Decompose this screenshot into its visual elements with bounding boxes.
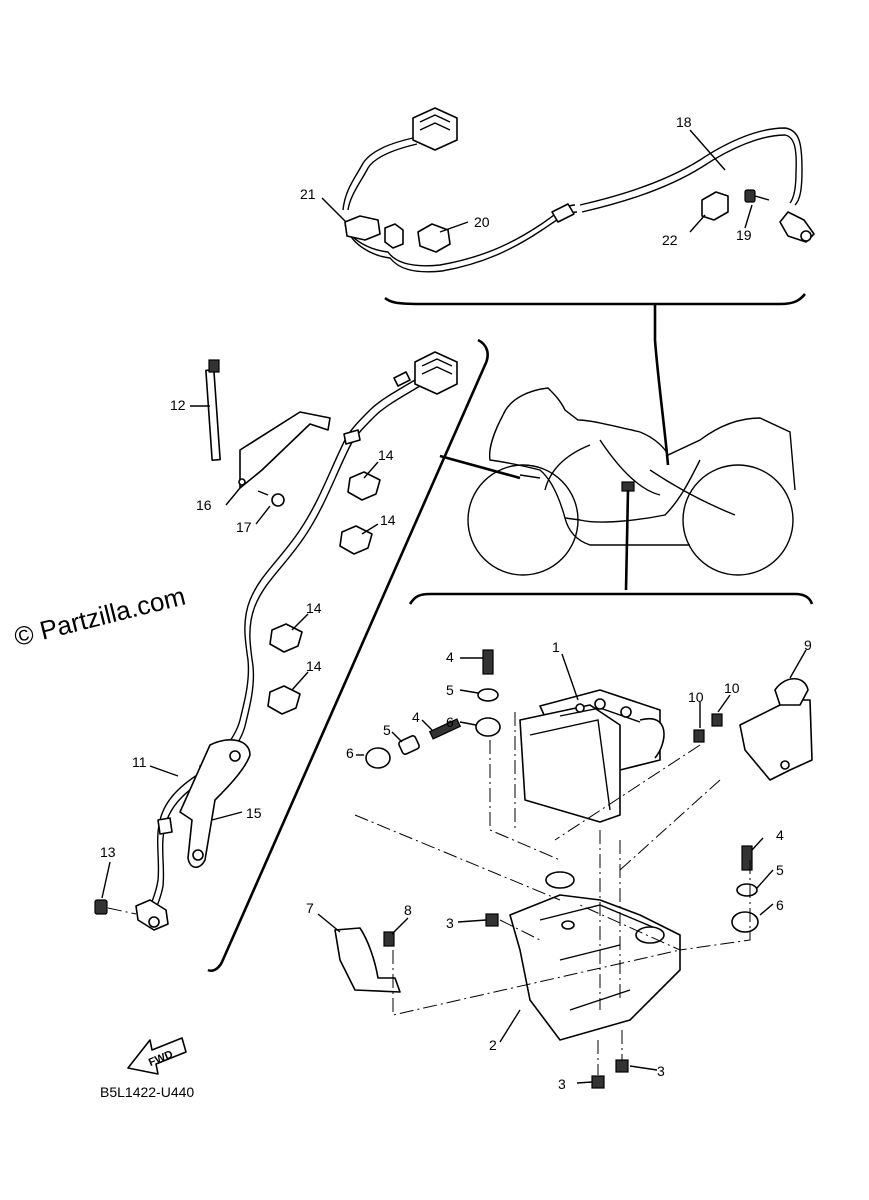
bolt-4-right — [741, 845, 753, 871]
callout-10b: 10 — [724, 680, 740, 696]
lead-clamp-14a — [347, 471, 381, 501]
bracket-9 — [739, 699, 813, 781]
bolt-3b — [591, 1075, 605, 1089]
collar-5-right — [736, 883, 758, 897]
callout-4a: 4 — [446, 649, 454, 665]
callout-5a: 5 — [446, 682, 454, 698]
lead-clamp-20 — [417, 223, 451, 253]
front-sensor-lead-group: FWD — [94, 338, 489, 1075]
callout-20: 20 — [474, 214, 490, 230]
bracket-16 — [239, 411, 331, 489]
callout-11: 11 — [132, 754, 147, 770]
callout-3b: 3 — [558, 1076, 566, 1092]
callout-14b: 14 — [380, 512, 396, 528]
bolt-3a — [485, 913, 499, 927]
damper-6-top — [475, 717, 501, 737]
callout-6b: 6 — [346, 745, 354, 761]
damper-6-left — [365, 747, 391, 769]
callout-14c: 14 — [306, 600, 322, 616]
callout-4b: 4 — [412, 709, 420, 725]
motorcycle-silhouette — [439, 387, 796, 591]
callout-15: 15 — [246, 805, 262, 821]
lead-clamp-14c — [269, 623, 303, 653]
callout-6c: 6 — [776, 897, 784, 913]
bolt-4-left — [428, 718, 462, 740]
callout-16: 16 — [196, 497, 212, 513]
bolt-3c — [615, 1059, 629, 1073]
front-wheel-sensor — [135, 899, 169, 931]
callout-5b: 5 — [383, 722, 391, 738]
callout-8: 8 — [404, 902, 412, 918]
diagram-code: B5L1422-U440 — [100, 1084, 194, 1100]
callout-10a: 10 — [688, 689, 704, 705]
screw-17 — [257, 490, 285, 507]
bolt-10b — [711, 713, 723, 727]
callout-14d: 14 — [306, 658, 322, 674]
callout-18: 18 — [676, 114, 692, 130]
callout-7: 7 — [306, 900, 314, 916]
callout-3a: 3 — [446, 915, 454, 931]
callout-numbers: 1 2 3 3 3 4 4 4 5 5 5 6 6 6 7 8 9 10 10 … — [100, 114, 812, 1092]
bolt-13 — [94, 899, 137, 915]
callout-14a: 14 — [378, 447, 394, 463]
rear-sensor-lead-group — [342, 107, 815, 466]
callout-12: 12 — [170, 397, 186, 413]
lead-clamp-21 — [344, 215, 381, 241]
hydraulic-unit-group — [334, 592, 814, 1089]
cable-tie-12 — [205, 359, 221, 461]
front-lead-coupler — [414, 351, 458, 395]
callout-5c: 5 — [776, 862, 784, 878]
callout-1: 1 — [552, 639, 560, 655]
bracket-15 — [179, 739, 251, 869]
callout-17: 17 — [236, 519, 252, 535]
abs-bracket-2 — [509, 894, 681, 1041]
callout-19: 19 — [736, 227, 752, 243]
callout-9: 9 — [804, 637, 812, 653]
fwd-arrow-icon: FWD — [127, 1037, 187, 1075]
callout-22: 22 — [662, 232, 678, 248]
bolt-4-top — [482, 649, 494, 675]
rear-lead-coupler — [412, 107, 458, 151]
rear-sensor-bolt-19 — [744, 189, 770, 203]
callout-3c: 3 — [657, 1063, 665, 1079]
callout-6a: 6 — [446, 714, 454, 730]
callout-13: 13 — [100, 844, 116, 860]
hydraulic-unit-assembly-1 — [519, 689, 665, 823]
callout-2: 2 — [489, 1037, 497, 1053]
bolt-10a — [693, 729, 705, 743]
lead-clamp-22 — [701, 191, 729, 221]
lead-clamp-14d — [267, 685, 301, 715]
bolt-8 — [383, 931, 395, 947]
damper-6-right — [731, 911, 759, 933]
watermark-text: © Partzilla.com — [11, 581, 188, 652]
collar-5-top — [477, 688, 499, 702]
leader-lines — [101, 129, 807, 1084]
cover-7 — [334, 927, 401, 993]
collar-5-left — [398, 735, 420, 755]
callout-21: 21 — [300, 186, 316, 202]
callout-4c: 4 — [776, 827, 784, 843]
